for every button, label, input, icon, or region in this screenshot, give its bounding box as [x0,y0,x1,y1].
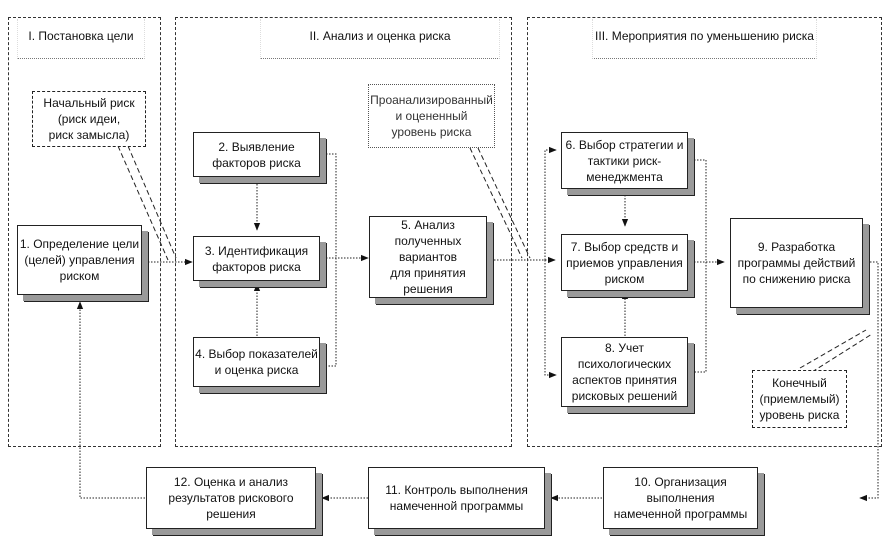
connector-6-bus [694,159,707,373]
note-line: риск замысла) [48,128,130,142]
note-initial-risk: Начальный риск (риск идеи, риск замысла) [32,91,146,147]
note-line: Конечный [772,376,827,390]
callout-final-risk [799,329,867,369]
connector-bus-6 [544,146,557,260]
box-line: 8. Учет [605,341,644,355]
step-5-analyze-variants[interactable]: 5. Анализ полученных вариантов для приня… [369,216,487,298]
box-line: решения [206,507,256,521]
box-line: 5. Анализ [401,218,455,232]
step-4-choose-indicators[interactable]: 4. Выбор показателей и оценка риска [193,337,320,387]
box-line: полученных [394,234,462,248]
box-line: 11. Контроль выполнения [385,483,528,497]
callout-analyzed-risk-2 [477,147,531,259]
note-line: и оцененный [395,109,468,123]
stage-risk-analysis [175,17,512,447]
note-line: уровень риска [391,125,472,139]
stage-goal-setting [8,17,161,447]
box-line: программы действий [737,256,856,270]
box-line: 3. Идентификация [204,243,309,258]
note-final-risk: Конечный (приемлемый) уровень риска [752,370,847,428]
note-line: уровень риска [759,408,840,422]
box-line: факторов риска [212,155,301,170]
stage-risk-reduction-title: III. Мероприятия по уменьшению риска [592,19,817,59]
box-line: 1. Определение цели [19,237,140,251]
box-line: рисковых решений [571,389,678,403]
box-line: риском [604,271,645,286]
stage-goal-setting-title: I. Постановка цели [17,19,145,59]
step-10-organize-execution[interactable]: 10. Организация выполнения намеченной пр… [603,467,758,529]
box-line: тактики риск- [587,153,662,168]
box-line: вариантов [398,250,457,264]
step-1-define-goal[interactable]: 1. Определение цели (целей) управления р… [17,225,142,295]
box-line: и оценка риска [214,363,299,377]
box-line: менеджмента [586,169,663,184]
note-line: (риск идеи, [57,112,121,126]
step-8-psychological-aspects[interactable]: 8. Учет психологических аспектов приняти… [561,337,688,407]
box-line: риском [59,269,100,283]
step-2-identify-factors[interactable]: 2. Выявление факторов риска [193,132,320,177]
box-line: намеченной программы [389,499,524,513]
box-line: аспектов принятия [572,373,677,387]
note-line: (приемлемый) [759,392,840,406]
step-7-choose-means[interactable]: 7. Выбор средств и приемов управления ри… [561,234,688,291]
box-line: 12. Оценка и анализ [173,475,289,489]
box-line: 4. Выбор показателей [195,347,318,361]
callout-initial-risk [117,145,169,261]
box-line: по снижению риска [742,272,851,286]
note-analyzed-risk: Проанализированный и оцененный уровень р… [368,84,495,148]
box-line: (целей) управления [24,253,135,267]
note-line: Проанализированный [370,93,493,107]
stage-risk-reduction [527,17,882,447]
callout-initial-risk-2 [127,145,177,259]
connector-9-10 [859,261,879,502]
note-line: Начальный риск [43,96,135,110]
step-12-evaluate-results[interactable]: 12. Оценка и анализ результатов рисковог… [146,467,316,529]
connector-bus-8 [544,260,557,379]
callout-final-risk-2 [811,333,873,373]
callout-analyzed-risk [469,147,523,259]
box-line: факторов риска [212,259,301,274]
box-line: 7. Выбор средств и [570,239,679,254]
box-line: психологических [577,357,672,371]
box-line: для принятия [390,266,466,280]
box-line: решения [403,282,453,296]
box-line: 6. Выбор стратегии и [565,137,684,152]
step-11-control-execution[interactable]: 11. Контроль выполнения намеченной прогр… [368,467,545,529]
box-line: результатов рискового [168,491,294,505]
box-line: намеченной программы [613,507,748,521]
box-line: 2. Выявление [218,139,295,154]
step-3-identification[interactable]: 3. Идентификация факторов риска [193,236,320,281]
connector-12-1 [76,301,145,499]
step-9-develop-program[interactable]: 9. Разработка программы действий по сниж… [730,218,863,308]
box-line: 10. Организация выполнения [634,475,727,505]
box-line: 9. Разработка [757,240,836,254]
box-line: приемов управления [566,255,683,270]
stage-risk-analysis-title: II. Анализ и оценка риска [260,19,500,59]
step-6-choose-strategy[interactable]: 6. Выбор стратегии и тактики риск- менед… [561,132,688,189]
